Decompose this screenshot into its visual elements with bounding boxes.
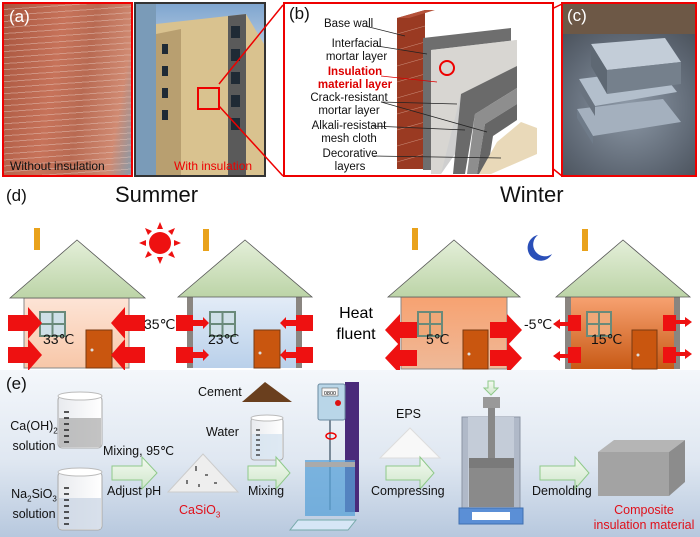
zoom-circle <box>439 60 455 76</box>
heat-arrow <box>176 347 209 363</box>
winter-insulated-indoor-temp: 15℃ <box>591 331 623 347</box>
process-illustration: 0800 <box>57 380 685 531</box>
process-arrow-3 <box>385 455 435 491</box>
heat-arrow <box>176 315 209 331</box>
photo-with-insulation: With insulation <box>134 2 266 177</box>
mixer-display: 0800 <box>324 391 336 397</box>
house-summer-uninsulated <box>8 228 147 370</box>
step-compressing-label: Compressing <box>371 484 445 498</box>
winter-title: Winter <box>500 182 564 207</box>
summer-uninsulated-indoor-temp: 33℃ <box>43 331 75 347</box>
winter-uninsulated-indoor-temp: 5℃ <box>426 331 450 347</box>
beaker-caoh2-icon <box>57 391 103 449</box>
panel-b-wall-structure: (b) <box>283 2 554 177</box>
heat-arrow <box>385 314 417 346</box>
heat-arrow <box>111 339 145 370</box>
eps-pile-icon <box>378 427 442 459</box>
house-summer-insulated <box>176 229 314 369</box>
insulation-blocks-illustration <box>563 4 695 144</box>
panel-a-label: (a) <box>9 7 30 26</box>
caption-with-insulation: With insulation <box>174 159 253 173</box>
heat-arrow <box>8 307 42 339</box>
heat-arrow <box>663 315 692 331</box>
eps-label: EPS <box>396 407 422 421</box>
step-demolding-label: Demolding <box>532 484 592 498</box>
beaker-na2sio3-icon <box>57 467 103 531</box>
heat-arrow <box>280 347 313 363</box>
heat-arrow <box>490 342 522 370</box>
heat-arrow <box>8 339 42 370</box>
house-winter-uninsulated <box>385 228 522 370</box>
summer-title: Summer <box>115 182 199 207</box>
composite-block-icon <box>598 440 685 496</box>
heat-arrow <box>663 347 692 363</box>
photo-without-insulation: (a) Without insulation <box>2 2 133 177</box>
casio3-pile-icon <box>166 453 240 493</box>
heat-arrow <box>490 314 522 346</box>
houses-illustration <box>8 222 692 370</box>
cement-label: Cement <box>198 385 242 399</box>
heat-arrow <box>111 307 145 339</box>
sun-icon <box>139 222 181 264</box>
zoom-region-box <box>197 87 220 110</box>
panel-c-label: (c) <box>567 6 587 25</box>
mixer-icon: 0800 <box>288 382 359 531</box>
water-label: Water <box>206 425 239 439</box>
layer-label-base-wall: Base wall <box>324 18 374 30</box>
panel-e-label: (e) <box>6 374 27 393</box>
photo-insulation-blocks: (c) <box>561 2 697 177</box>
panel-b-label: (b) <box>289 4 310 23</box>
building-illustration <box>136 4 264 175</box>
cement-pile-icon <box>242 382 292 402</box>
summer-outdoor-temp: 35℃ <box>144 316 176 332</box>
casio3-label: CaSiO3 <box>179 503 221 520</box>
heat-arrow <box>385 342 417 370</box>
heat-arrow <box>280 315 313 331</box>
heat-arrow <box>553 347 581 363</box>
moon-icon <box>527 235 552 261</box>
summer-insulated-indoor-temp: 23℃ <box>208 331 240 347</box>
process-arrow-1 <box>111 455 158 491</box>
wall-layers-illustration <box>364 10 537 174</box>
step-mixing-95c-label: Mixing, 95℃ <box>103 444 175 458</box>
press-mold-icon <box>458 380 524 525</box>
house-winter-insulated <box>553 229 692 370</box>
winter-outdoor-temp: -5℃ <box>524 316 553 332</box>
heat-arrow <box>553 315 581 331</box>
process-arrow-2 <box>247 455 291 491</box>
step-adjust-ph-label: Adjust pH <box>107 484 162 498</box>
process-arrow-4 <box>539 455 590 491</box>
caption-without-insulation: Without insulation <box>10 159 105 173</box>
step-mixing-label: Mixing <box>248 484 285 498</box>
beaker-water-icon <box>250 414 284 461</box>
panel-e-fabrication-process: (e) <box>0 370 700 537</box>
panel-d-label: (d) <box>6 186 27 205</box>
